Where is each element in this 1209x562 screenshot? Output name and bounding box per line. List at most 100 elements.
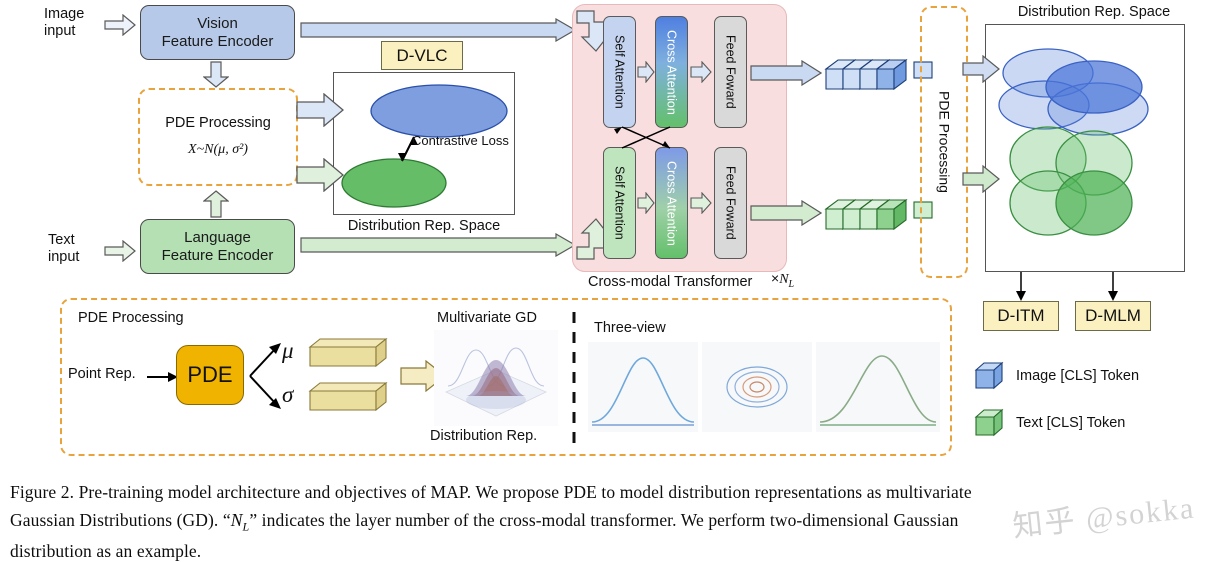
pde-right-label: PDE Processing (936, 91, 953, 193)
dvlc-tag-label: D-VLC (396, 45, 448, 65)
dvlc-ellipses (341, 84, 508, 208)
top-feed-forward-label: Feed Foward (723, 35, 738, 109)
top-feed-forward-block[interactable]: Feed Foward (714, 16, 747, 128)
dvlc-space-label: Distribution Rep. Space (347, 218, 501, 234)
text-token-cube-icon (974, 408, 1004, 437)
image-cls-token-single (913, 61, 933, 84)
caption-nl-subscript: L (242, 519, 250, 534)
bottom-self-attention-label: Self Attention (612, 166, 627, 240)
cross-modal-exchange-lines (614, 126, 671, 149)
pde-processing-left[interactable]: PDE Processing X~N(μ, σ²) (138, 88, 298, 186)
text-input-line1: Text (48, 232, 75, 248)
bottom-self-attention-block[interactable]: Self Attention (603, 147, 636, 259)
d-mlm-label: D-MLM (1085, 306, 1141, 325)
vision-encoder-line1: Vision (197, 14, 238, 32)
top-cross-attention-block[interactable]: Cross Attention (655, 16, 688, 128)
three-view-label: Three-view (594, 320, 666, 336)
pde-processing-right[interactable]: PDE Processing (920, 6, 968, 278)
figure-caption: Figure 2. Pre-training model architectur… (10, 478, 1202, 562)
language-encoder-line1: Language (184, 228, 251, 246)
pde-detail-panel (60, 298, 952, 456)
sigma-vector-bar (308, 381, 388, 412)
text-token-cube-strip (824, 197, 910, 233)
dvlc-tag[interactable]: D-VLC (381, 41, 463, 70)
vision-encoder-line2: Feature Encoder (161, 32, 274, 50)
three-view-plot-contour (702, 342, 812, 432)
caption-line-2: Gaussian Distributions (GD). “NL” indica… (10, 506, 1202, 537)
pde-left-title: PDE Processing (165, 115, 271, 132)
language-feature-encoder[interactable]: Language Feature Encoder (140, 219, 295, 274)
arrow-bottom-cross-to-ff (690, 191, 712, 219)
three-view-plot-y (816, 342, 940, 432)
d-mlm-box[interactable]: D-MLM (1075, 301, 1151, 331)
bottom-feed-forward-block[interactable]: Feed Foward (714, 147, 747, 259)
arrow-top-self-to-cross (637, 60, 655, 88)
arrow-top-out-to-cubes (750, 59, 823, 91)
cross-modal-transformer-label: Cross-modal Transformer (588, 274, 753, 290)
contrastive-loss-label: Contrastive Loss (412, 133, 509, 148)
right-distribution-space (985, 24, 1185, 272)
distribution-rep-label: Distribution Rep. (430, 428, 538, 444)
d-itm-label: D-ITM (997, 306, 1045, 325)
caption-line-1: Figure 2. Pre-training model architectur… (10, 482, 972, 502)
arrow-vision-to-transformer (300, 17, 577, 47)
multivariate-gaussian-plot (434, 330, 558, 426)
arrow-bottom-out-to-cubes (750, 199, 823, 231)
arrow-vision-down-to-pde (202, 61, 230, 93)
bottom-cross-attention-block[interactable]: Cross Attention (655, 147, 688, 259)
repeat-symbol: × (771, 270, 780, 286)
vision-feature-encoder[interactable]: Vision Feature Encoder (140, 5, 295, 60)
mu-label: μ (282, 338, 294, 363)
sigma-label: σ (282, 382, 294, 407)
image-input-label: Image input (44, 6, 84, 41)
pde-box[interactable]: PDE (176, 345, 244, 405)
arrow-pde-to-image-dist (962, 54, 1000, 88)
arrow-pde-to-green-ellipse (296, 157, 345, 197)
right-distribution-ellipses (998, 48, 1149, 236)
arrow-text-to-language (104, 239, 136, 267)
pde-formula-x: X (188, 141, 197, 157)
bottom-cross-attention-label: Cross Attention (664, 160, 679, 246)
caption-line2-part-b: ” indicates the layer number of the cros… (249, 510, 959, 531)
three-view-plot-x (588, 342, 698, 432)
language-encoder-line2: Feature Encoder (161, 246, 274, 264)
arrow-image-to-vision (104, 13, 136, 41)
arrow-language-up-to-pde (202, 190, 230, 223)
transformer-repeat-label: ×NL (771, 270, 794, 291)
repeat-n: N (779, 272, 789, 287)
image-token-legend-label: Image [CLS] Token (1016, 368, 1140, 384)
text-cls-token-single (913, 201, 933, 224)
objective-connector-lines (1016, 272, 1118, 301)
caption-line2-part-a: Gaussian Distributions (GD). “ (10, 510, 231, 531)
dvlc-distribution-space: Contrastive Loss (333, 72, 515, 215)
arrow-point-rep-to-pde (147, 372, 178, 382)
top-self-attention-label: Self Attention (612, 35, 627, 109)
image-input-line1: Image (44, 6, 85, 22)
mu-vector-bar (308, 337, 388, 368)
right-distribution-space-title: Distribution Rep. Space (1017, 4, 1171, 20)
top-self-attention-block[interactable]: Self Attention (603, 16, 636, 128)
arrow-language-to-transformer (300, 232, 577, 262)
pde-box-label: PDE (187, 362, 233, 387)
text-input-line2: input (48, 249, 80, 266)
legend-text-token: Text [CLS] Token (974, 408, 1125, 438)
point-rep-label: Point Rep. (68, 366, 136, 382)
multivariate-gd-label: Multivariate GD (437, 310, 537, 326)
caption-nl-symbol: N (230, 510, 243, 531)
d-itm-box[interactable]: D-ITM (983, 301, 1059, 331)
pde-left-formula: X~N(μ, σ²) (188, 140, 248, 159)
arrow-pde-to-text-dist (962, 164, 1000, 198)
repeat-sub: L (788, 278, 795, 290)
image-token-cube-strip (824, 57, 910, 93)
top-cross-attention-label: Cross Attention (664, 29, 679, 115)
pde-branch-arrows (249, 343, 281, 409)
bottom-feed-forward-label: Feed Foward (723, 166, 738, 240)
text-token-legend-label: Text [CLS] Token (1016, 415, 1126, 431)
pde-formula-rest: ~N(μ, σ²) (196, 141, 248, 157)
image-token-cube-icon (974, 361, 1004, 390)
arrow-top-cross-to-ff (690, 60, 712, 88)
caption-line-3: distribution as an example. (10, 541, 202, 562)
arrow-bottom-self-to-cross (637, 191, 655, 219)
text-input-label: Text input (48, 232, 79, 267)
